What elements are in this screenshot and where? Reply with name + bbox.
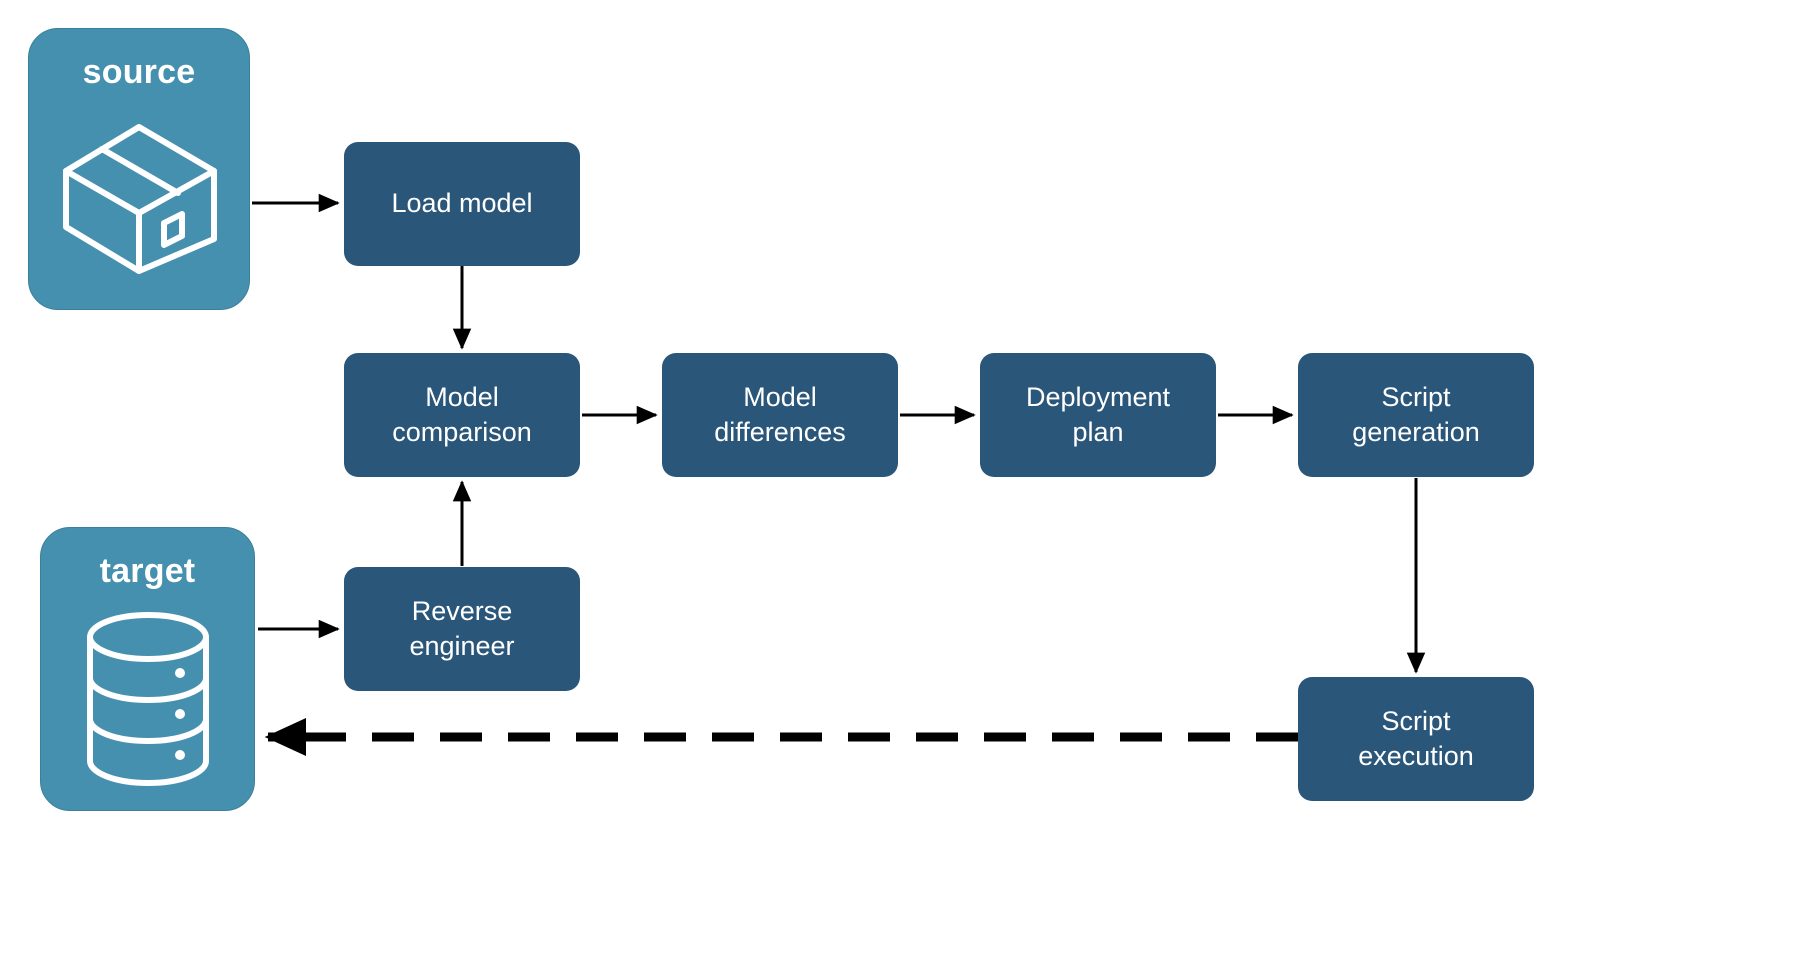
- node-script-generation-line1: Script: [1381, 381, 1451, 412]
- node-load-model-line1: Load model: [391, 188, 533, 219]
- node-reverse-engineer[interactable]: Reverse engineer: [344, 567, 580, 691]
- node-deployment-plan-line1: Deployment: [1025, 381, 1171, 412]
- node-script-execution[interactable]: Script execution: [1298, 677, 1534, 801]
- node-model-comparison[interactable]: Model comparison: [344, 353, 580, 477]
- node-script-execution-line2: execution: [1358, 741, 1474, 771]
- node-model-differences-line2: differences: [714, 417, 846, 447]
- package-box-icon: [29, 89, 249, 309]
- node-deployment-plan-line2: plan: [1072, 417, 1124, 447]
- node-model-differences-line1: Model: [743, 381, 817, 412]
- node-script-generation[interactable]: Script generation: [1298, 353, 1534, 477]
- node-deployment-plan[interactable]: Deployment plan: [980, 353, 1216, 477]
- node-model-comparison-line1: Model: [425, 381, 499, 412]
- node-script-execution-line1: Script: [1381, 705, 1451, 736]
- endpoint-source-label: source: [82, 53, 196, 91]
- node-reverse-engineer-line2: engineer: [409, 631, 515, 661]
- node-script-generation-line2: generation: [1352, 417, 1480, 447]
- endpoint-target[interactable]: target: [40, 527, 255, 811]
- database-cylinder-icon: [41, 588, 254, 810]
- endpoint-source[interactable]: source: [28, 28, 250, 310]
- node-load-model[interactable]: Load model: [344, 142, 580, 266]
- node-model-comparison-line2: comparison: [392, 417, 532, 447]
- node-model-differences[interactable]: Model differences: [662, 353, 898, 477]
- endpoint-target-label: target: [99, 552, 196, 590]
- node-reverse-engineer-line1: Reverse: [411, 595, 513, 626]
